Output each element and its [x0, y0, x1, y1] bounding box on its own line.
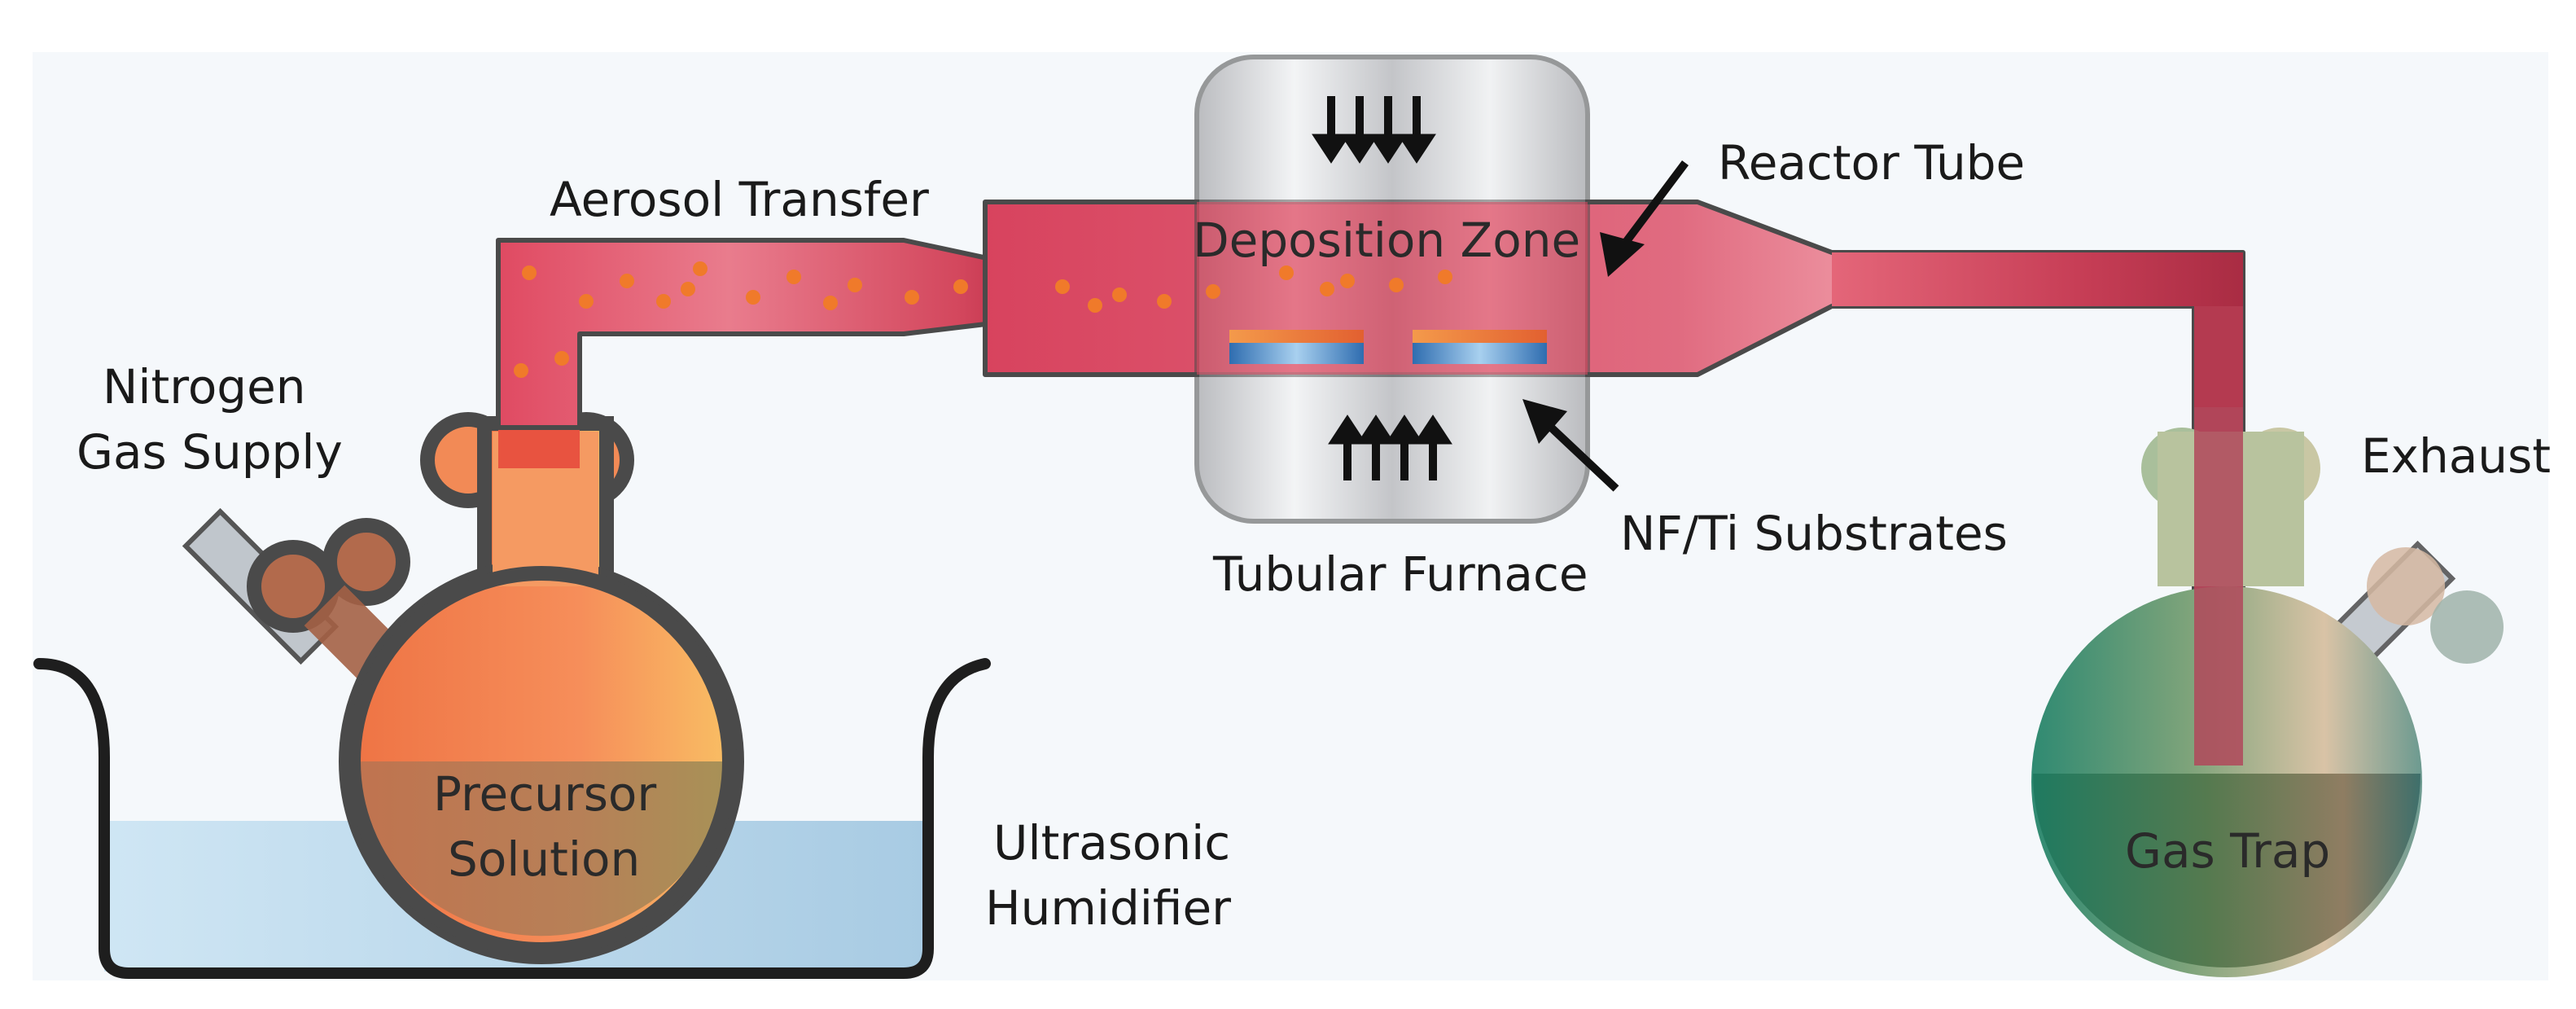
nitrogen-label-line2: Gas Supply	[77, 424, 343, 480]
exhaust-label: Exhaust	[2361, 428, 2551, 484]
down-arrows-icon	[1312, 96, 1436, 164]
ultrasonic-label-line2: Humidifier	[985, 880, 1231, 936]
aerosol-droplets	[514, 261, 1452, 378]
nitrogen-label-line1: Nitrogen	[103, 359, 306, 415]
trap-liquid	[2033, 774, 2420, 967]
gas-trap-label: Gas Trap	[2125, 823, 2330, 879]
precursor-label-line2: Solution	[448, 831, 640, 887]
substrates-pointer	[1522, 399, 1619, 492]
nf-ti-substrates	[1229, 330, 1547, 364]
nf-ti-substrates-label: NF/Ti Substrates	[1620, 506, 2008, 561]
bath-container	[33, 658, 991, 979]
precursor-label-line1: Precursor	[433, 766, 656, 822]
ultrasonic-label-line1: Ultrasonic	[993, 815, 1230, 871]
flask-liquid	[350, 761, 733, 937]
gas-trap-flask	[2031, 407, 2504, 977]
aerosol-transfer-label: Aerosol Transfer	[550, 172, 929, 227]
precursor-flask	[339, 412, 744, 964]
tubular-furnace-label: Tubular Furnace	[1212, 546, 1588, 602]
up-arrows-icon	[1328, 415, 1452, 480]
reactor-tube-pointer	[1600, 160, 1689, 277]
reactor-tube-label: Reactor Tube	[1718, 135, 2025, 191]
deposition-zone-label: Deposition Zone	[1193, 213, 1580, 268]
